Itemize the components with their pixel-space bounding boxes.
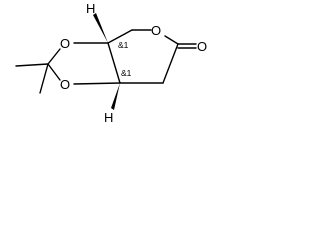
atom-ring-oxygen: O xyxy=(151,23,161,38)
structure-canvas: O O O O H H &1 &1 xyxy=(0,0,214,133)
bond-o5-c6 xyxy=(164,35,179,45)
chemical-structure: O O O O H H &1 &1 xyxy=(15,1,207,125)
stereo-label-top: &1 xyxy=(118,40,129,50)
atom-hydrogen-bottom: H xyxy=(104,110,113,125)
bond-c2-o3 xyxy=(47,63,61,81)
stereo-label-bottom: &1 xyxy=(121,68,132,78)
atom-carbonyl-oxygen: O xyxy=(197,39,207,54)
bond-c7a-c3a xyxy=(107,42,121,84)
wedge-bond-top-h xyxy=(93,13,108,43)
bond-c2-methyl-b xyxy=(39,63,49,94)
wedge-bond-bottom-h xyxy=(111,83,120,110)
bond-c3a-c4 xyxy=(107,29,133,44)
bond-o3-c7a xyxy=(73,82,121,85)
atom-dioxolane-oxygen-bottom: O xyxy=(60,77,70,92)
atom-hydrogen-top: H xyxy=(86,1,95,16)
bond-c2-methyl-a xyxy=(15,63,49,67)
atom-dioxolane-oxygen-top: O xyxy=(60,36,70,51)
bond-c6-c7 xyxy=(162,43,179,84)
bond-o1-c2 xyxy=(47,48,61,65)
